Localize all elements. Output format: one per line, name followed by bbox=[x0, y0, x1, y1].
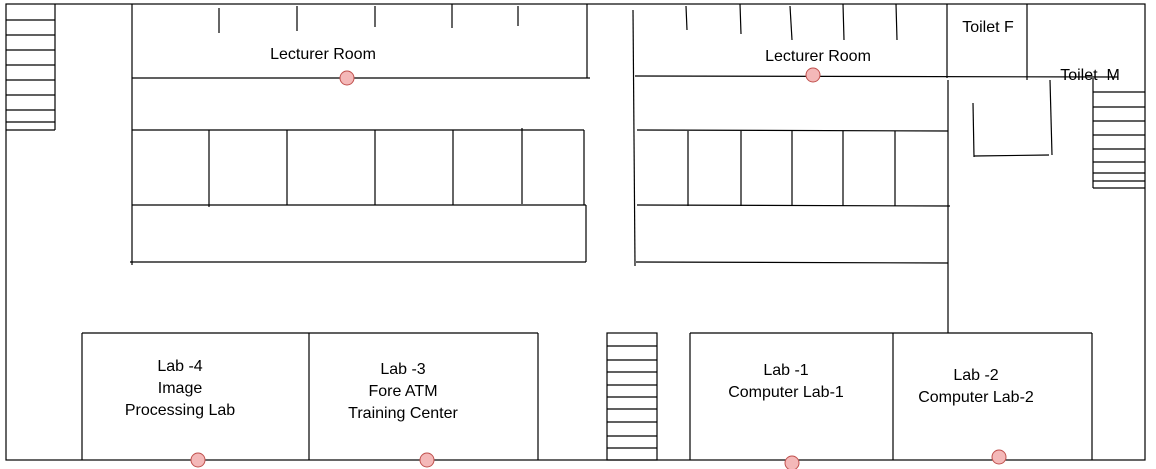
label-text: Lecturer Room bbox=[270, 46, 376, 63]
left-wing-walls bbox=[130, 4, 590, 265]
label-text: Toilet F bbox=[962, 19, 1014, 36]
label-text: Lecturer Room bbox=[765, 48, 871, 65]
staircase-top-left bbox=[6, 4, 56, 131]
label-line-2: Image bbox=[157, 380, 203, 397]
label-lab4: Lab -4 Image Processing Lab bbox=[100, 356, 260, 422]
label-line-1: Lab -1 bbox=[763, 362, 809, 379]
label-text: Toilet M bbox=[1060, 67, 1120, 84]
staircase-bottom bbox=[606, 332, 658, 461]
label-line-1: Lab -3 bbox=[380, 361, 426, 378]
label-lab2: Lab -2 Computer Lab-2 bbox=[896, 365, 1056, 409]
label-lab1: Lab -1 Computer Lab-1 bbox=[706, 360, 866, 404]
label-line-1: Lab -2 bbox=[953, 367, 999, 384]
label-line-3: Processing Lab bbox=[124, 402, 236, 419]
label-line-1: Lab -4 bbox=[157, 358, 203, 375]
label-lab3: Lab -3 Fore ATM Training Center bbox=[323, 359, 483, 425]
door-marker-lab1 bbox=[784, 455, 800, 469]
toilets-walls bbox=[946, 4, 1053, 158]
label-line-2: Fore ATM bbox=[368, 383, 438, 400]
door-marker-lecturer-right bbox=[805, 67, 821, 83]
label-line-3: Training Center bbox=[348, 405, 458, 422]
door-marker-lab3 bbox=[419, 452, 435, 468]
door-marker-lab4 bbox=[190, 452, 206, 468]
labs-right-walls bbox=[689, 332, 1093, 460]
label-line-2: Computer Lab-1 bbox=[728, 384, 844, 401]
label-line-2: Computer Lab-2 bbox=[918, 389, 1034, 406]
door-marker-lab2 bbox=[991, 449, 1007, 465]
door-marker-lecturer-left bbox=[339, 70, 355, 86]
outer-wall bbox=[5, 3, 1146, 461]
right-wing-walls bbox=[632, 3, 1119, 333]
label-lecturer-room-right: Lecturer Room bbox=[738, 46, 898, 68]
labs-left-walls bbox=[81, 332, 539, 460]
staircase-top-right bbox=[1092, 78, 1145, 189]
label-toilet-m: Toilet M bbox=[1036, 21, 1144, 131]
label-toilet-f: Toilet F bbox=[949, 17, 1027, 39]
label-lecturer-room-left: Lecturer Room bbox=[243, 44, 403, 66]
